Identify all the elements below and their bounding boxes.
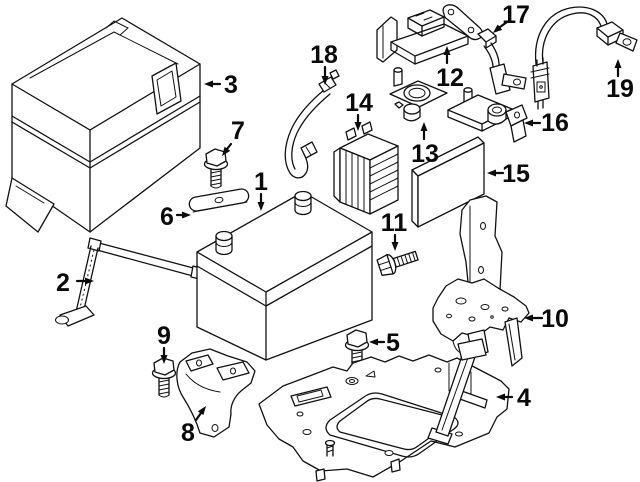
callout-11-arrow — [391, 233, 399, 251]
callout-2[interactable]: 2 — [56, 269, 94, 297]
callout-1-arrow — [257, 192, 265, 211]
callout-13[interactable]: 13 — [411, 122, 439, 168]
callout-17[interactable]: 17 — [493, 1, 530, 33]
callout-3[interactable]: 3 — [204, 71, 238, 99]
part-battery — [196, 190, 373, 361]
callout-16-arrow — [524, 119, 542, 127]
callout-19-label[interactable]: 19 — [606, 75, 634, 103]
battery-post-right — [294, 190, 312, 216]
callout-6-label[interactable]: 6 — [160, 203, 174, 231]
callout-5-arrow — [369, 338, 386, 346]
callout-1-label[interactable]: 1 — [254, 168, 268, 196]
callout-11-label[interactable]: 11 — [381, 209, 408, 237]
callout-4-label[interactable]: 4 — [517, 384, 531, 412]
callout-19-arrow — [614, 59, 622, 78]
callout-7-arrow — [222, 142, 233, 156]
callout-15-arrow — [487, 169, 505, 177]
part-relay-bracket — [376, 9, 469, 65]
callout-2-arrow — [75, 277, 94, 285]
callout-10[interactable]: 10 — [524, 305, 569, 333]
callout-2-label[interactable]: 2 — [56, 269, 70, 297]
tray-support-strut — [427, 338, 487, 445]
part-bolt-7 — [203, 148, 229, 189]
part-fuse-block — [333, 121, 399, 215]
part-battery-cable-19 — [530, 6, 638, 110]
callout-9-arrow — [160, 346, 168, 364]
callout-5[interactable]: 5 — [369, 329, 400, 357]
callout-10-arrow — [524, 314, 544, 322]
callout-16[interactable]: 16 — [524, 109, 569, 137]
part-bolt-9 — [151, 357, 177, 398]
part-battery-terminal-16 — [447, 87, 528, 143]
part-terminal-cable-17 — [442, 4, 527, 95]
part-battery-cover — [5, 17, 201, 233]
callout-13-label[interactable]: 13 — [411, 140, 439, 168]
callout-7-label[interactable]: 7 — [231, 117, 245, 145]
callout-9-label[interactable]: 9 — [157, 322, 171, 350]
callout-12-arrow — [443, 46, 451, 65]
callout-10-label[interactable]: 10 — [541, 305, 569, 333]
callout-4-arrow — [496, 393, 514, 401]
part-battery-tray — [258, 338, 510, 482]
battery-post-left — [215, 230, 233, 256]
callout-17-arrow — [493, 20, 509, 33]
callout-8[interactable]: 8 — [181, 406, 206, 447]
callout-18-arrow — [321, 65, 329, 85]
callout-13-arrow — [420, 122, 428, 141]
callout-17-label[interactable]: 17 — [502, 1, 530, 29]
part-bolt-5 — [344, 329, 370, 369]
callout-3-arrow — [204, 80, 222, 88]
callout-14-arrow — [354, 113, 362, 131]
part-harness-wire — [284, 69, 340, 179]
callout-6[interactable]: 6 — [160, 203, 191, 231]
part-battery-terminal-13 — [389, 67, 448, 122]
part-spacer-pad — [411, 136, 485, 228]
part-support-bracket-8 — [176, 348, 256, 438]
callout-18-label[interactable]: 18 — [310, 41, 338, 69]
callout-15[interactable]: 15 — [487, 160, 530, 188]
callout-7[interactable]: 7 — [222, 117, 245, 156]
callout-11[interactable]: 11 — [381, 209, 408, 251]
part-clamp-bracket — [188, 188, 250, 213]
callout-8-arrow — [194, 406, 206, 422]
callout-15-label[interactable]: 15 — [502, 160, 530, 188]
callout-18[interactable]: 18 — [310, 41, 338, 85]
callout-5-label[interactable]: 5 — [386, 329, 400, 357]
callout-12[interactable]: 12 — [436, 46, 464, 92]
callout-14[interactable]: 14 — [345, 89, 373, 131]
callout-3-label[interactable]: 3 — [224, 71, 238, 99]
callout-19[interactable]: 19 — [606, 59, 634, 103]
callout-4[interactable]: 4 — [496, 384, 531, 412]
part-bolt-11 — [376, 250, 419, 276]
callout-8-label[interactable]: 8 — [181, 419, 195, 447]
callout-12-label[interactable]: 12 — [436, 64, 464, 92]
tray-stud-bolt — [324, 439, 336, 457]
callout-9[interactable]: 9 — [157, 322, 171, 364]
callout-6-arrow — [175, 211, 191, 219]
callout-1[interactable]: 1 — [254, 168, 268, 211]
callout-14-label[interactable]: 14 — [345, 89, 373, 117]
callout-16-label[interactable]: 16 — [541, 109, 569, 137]
